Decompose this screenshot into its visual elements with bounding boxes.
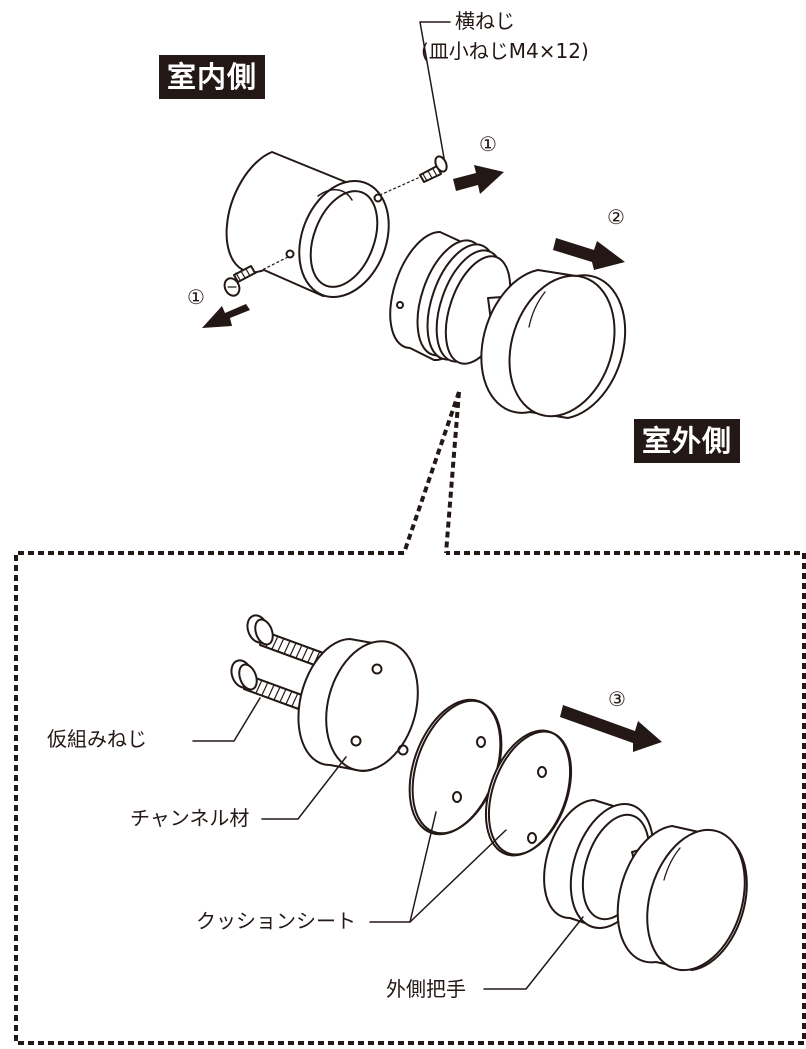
label-temp-screw: 仮組みねじ — [47, 727, 147, 751]
side-screw-left — [223, 256, 289, 297]
cushion-sheet-2 — [484, 729, 573, 857]
arrow-down-right-icon — [553, 238, 625, 270]
step-3: ③ — [608, 687, 626, 711]
indoor-rosette — [225, 151, 390, 299]
screw-label-line2: (皿小ねじM4×12) — [421, 39, 589, 63]
leader-lines — [192, 21, 584, 990]
step-1-right: ① — [479, 132, 497, 156]
label-channel: チャンネル材 — [130, 806, 250, 830]
badge-outdoor-side: 室外側 — [634, 419, 741, 463]
step-2: ② — [607, 205, 625, 229]
arrow-down-left-icon — [202, 304, 250, 328]
temp-screw-lower — [230, 659, 311, 712]
label-cushion-sheet: クッションシート — [196, 909, 356, 933]
badge-indoor-side: 室内側 — [159, 55, 266, 99]
knob-assembly — [389, 230, 627, 419]
label-outer-handle: 外側把手 — [386, 977, 466, 1001]
side-screw-right — [379, 155, 448, 196]
detail-callout — [14, 391, 806, 1045]
channel-disc — [297, 638, 419, 773]
arrow-down-right-icon-step3 — [560, 705, 662, 752]
step-1-left: ① — [187, 285, 205, 309]
temp-screw-upper — [246, 614, 327, 668]
screw-label-line1: 横ねじ — [455, 9, 515, 33]
arrow-up-right-icon — [453, 165, 504, 194]
outer-handle — [543, 799, 748, 972]
